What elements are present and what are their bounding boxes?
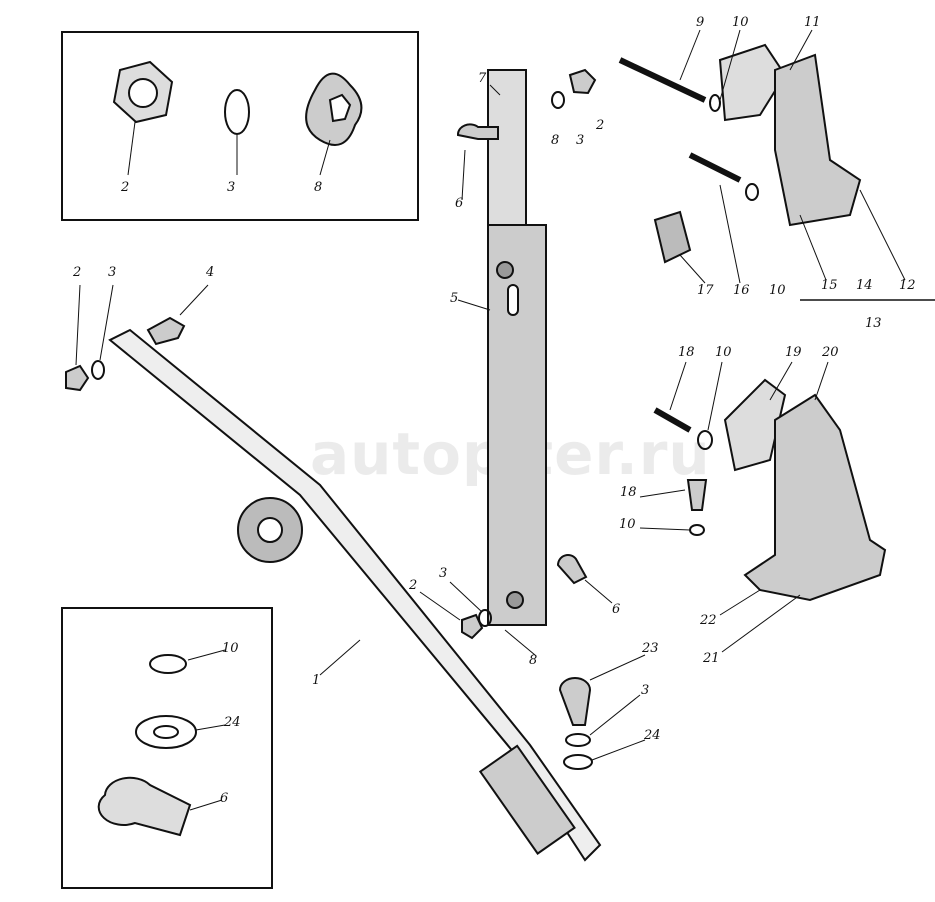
callout-3: 3 bbox=[576, 133, 585, 148]
callout-18: 18 bbox=[620, 485, 637, 500]
callout-8: 8 bbox=[551, 133, 560, 148]
callout-2: 2 bbox=[596, 118, 605, 133]
callout-6: 6 bbox=[455, 196, 464, 211]
callout-10: 10 bbox=[715, 345, 732, 360]
callout-24: 24 bbox=[224, 715, 241, 730]
callout-12: 12 bbox=[899, 278, 916, 293]
hinge-body-20 bbox=[743, 393, 887, 602]
callout-10: 10 bbox=[222, 641, 239, 656]
callout-5: 5 bbox=[450, 291, 459, 306]
callout-6: 6 bbox=[220, 791, 229, 806]
callout-8: 8 bbox=[529, 653, 538, 668]
callout-2: 2 bbox=[73, 265, 82, 280]
callout-20: 20 bbox=[822, 345, 839, 360]
inset-bottom-frame bbox=[61, 607, 273, 889]
plate-11 bbox=[718, 43, 787, 122]
callout-8: 8 bbox=[314, 180, 323, 195]
washer-10 bbox=[149, 654, 187, 674]
callout-23: 23 bbox=[642, 641, 659, 656]
callout-10: 10 bbox=[769, 283, 786, 298]
callout-21: 21 bbox=[703, 651, 720, 666]
block-17 bbox=[653, 210, 692, 264]
callout-14: 14 bbox=[856, 278, 873, 293]
channel-5 bbox=[487, 224, 547, 626]
callout-6: 6 bbox=[612, 602, 621, 617]
callout-15: 15 bbox=[821, 278, 838, 293]
callout-11: 11 bbox=[804, 15, 821, 30]
callout-18: 18 bbox=[678, 345, 695, 360]
callout-9: 9 bbox=[696, 15, 705, 30]
callout-2: 2 bbox=[409, 578, 418, 593]
callout-3: 3 bbox=[227, 180, 236, 195]
bar-bracket bbox=[478, 744, 576, 855]
callout-7: 7 bbox=[478, 71, 487, 86]
spring-washer bbox=[224, 89, 250, 135]
callout-1: 1 bbox=[312, 673, 321, 688]
callout-10: 10 bbox=[732, 15, 749, 30]
callout-3: 3 bbox=[108, 265, 117, 280]
callout-3: 3 bbox=[439, 566, 448, 581]
callout-2: 2 bbox=[121, 180, 130, 195]
callout-22: 22 bbox=[700, 613, 717, 628]
inset-top-frame bbox=[61, 31, 419, 221]
callout-24: 24 bbox=[644, 728, 661, 743]
callout-3: 3 bbox=[641, 683, 650, 698]
callout-16: 16 bbox=[733, 283, 750, 298]
callout-17: 17 bbox=[697, 283, 714, 298]
screw-6 bbox=[97, 776, 192, 837]
hinge-body-12 bbox=[774, 53, 862, 227]
callout-10: 10 bbox=[619, 517, 636, 532]
washer-24 bbox=[135, 715, 197, 749]
callout-19: 19 bbox=[785, 345, 802, 360]
callout-13: 13 bbox=[865, 316, 882, 331]
callout-4: 4 bbox=[206, 265, 215, 280]
